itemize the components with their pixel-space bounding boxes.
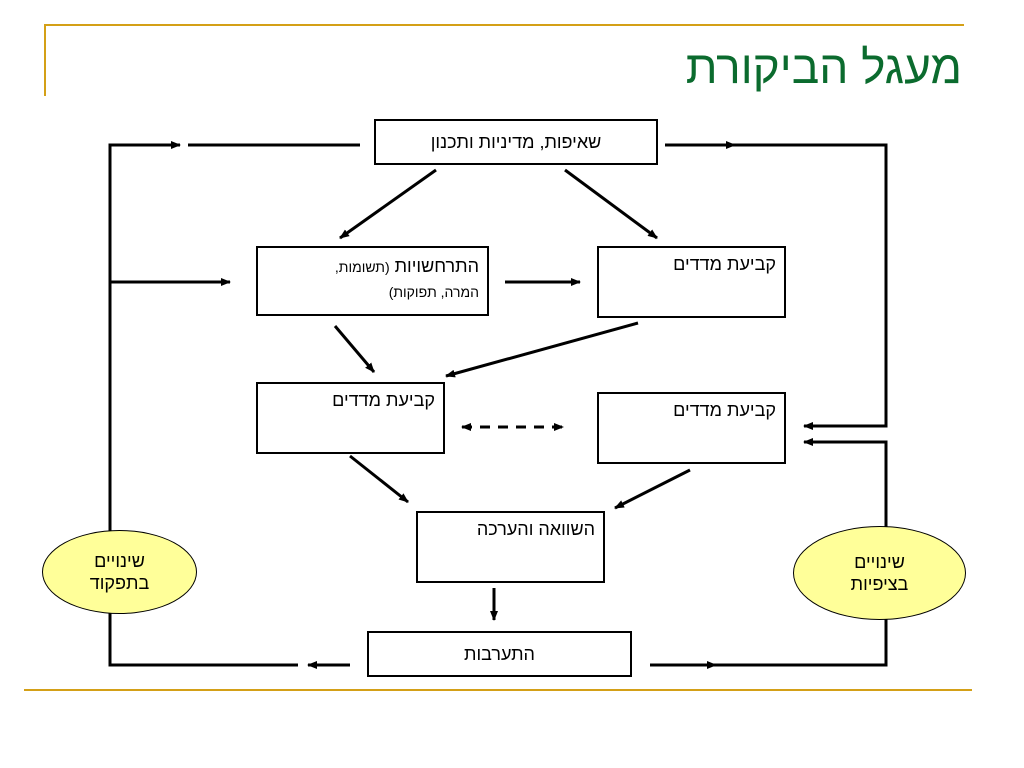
set-measures-left-box: קביעת מדדים [256, 382, 445, 454]
oval-right-line2: בציפיות [850, 574, 909, 594]
events-label: התרחשויות [394, 256, 479, 276]
set-measures-left-label: קביעת מדדים [332, 390, 435, 410]
frame-left-line [44, 24, 46, 96]
compare-label: השוואה והערכה [476, 519, 595, 539]
set-measures-top-box: קביעת מדדים [597, 246, 786, 318]
set-measures-top-label: קביעת מדדים [673, 254, 776, 274]
events-paren-line1: (תשומות, [334, 259, 390, 275]
arrow-events-to-left-measures [333, 325, 376, 373]
arrow-right-measures-to-compare [614, 468, 691, 510]
changes-in-function-oval: שינויים בתפקוד [42, 530, 197, 614]
frame-bottom-line [24, 689, 972, 691]
right-loop-top [735, 143, 888, 430]
page-title: מעגל הביקורת [685, 41, 962, 93]
oval-right-line1: שינויים [854, 552, 905, 572]
frame-top-line [44, 24, 964, 26]
policy-label: שאיפות, מדיניות ותכנון [430, 131, 602, 152]
arrow-policy-to-measures [564, 168, 658, 240]
policy-box: שאיפות, מדיניות ותכנון [374, 119, 658, 165]
set-measures-right-box: קביעת מדדים [597, 392, 786, 464]
arrow-top-to-left-measures [445, 321, 639, 378]
intervention-label: התערבות [464, 643, 535, 664]
arrow-policy-to-events [339, 168, 437, 240]
events-box: התרחשויות (תשומות, המרה, תפוקות) [256, 246, 489, 316]
oval-left-line2: בתפקוד [89, 573, 150, 593]
intervention-box: התערבות [367, 631, 632, 677]
set-measures-right-label: קביעת מדדים [673, 400, 776, 420]
events-paren-line2: המרה, תפוקות) [388, 284, 479, 300]
arrow-left-measures-to-compare [349, 454, 409, 504]
compare-box: השוואה והערכה [416, 511, 605, 583]
changes-in-expectations-oval: שינויים בציפיות [793, 526, 966, 620]
oval-left-line1: שינויים [94, 551, 145, 571]
left-loop-line [108, 141, 298, 667]
